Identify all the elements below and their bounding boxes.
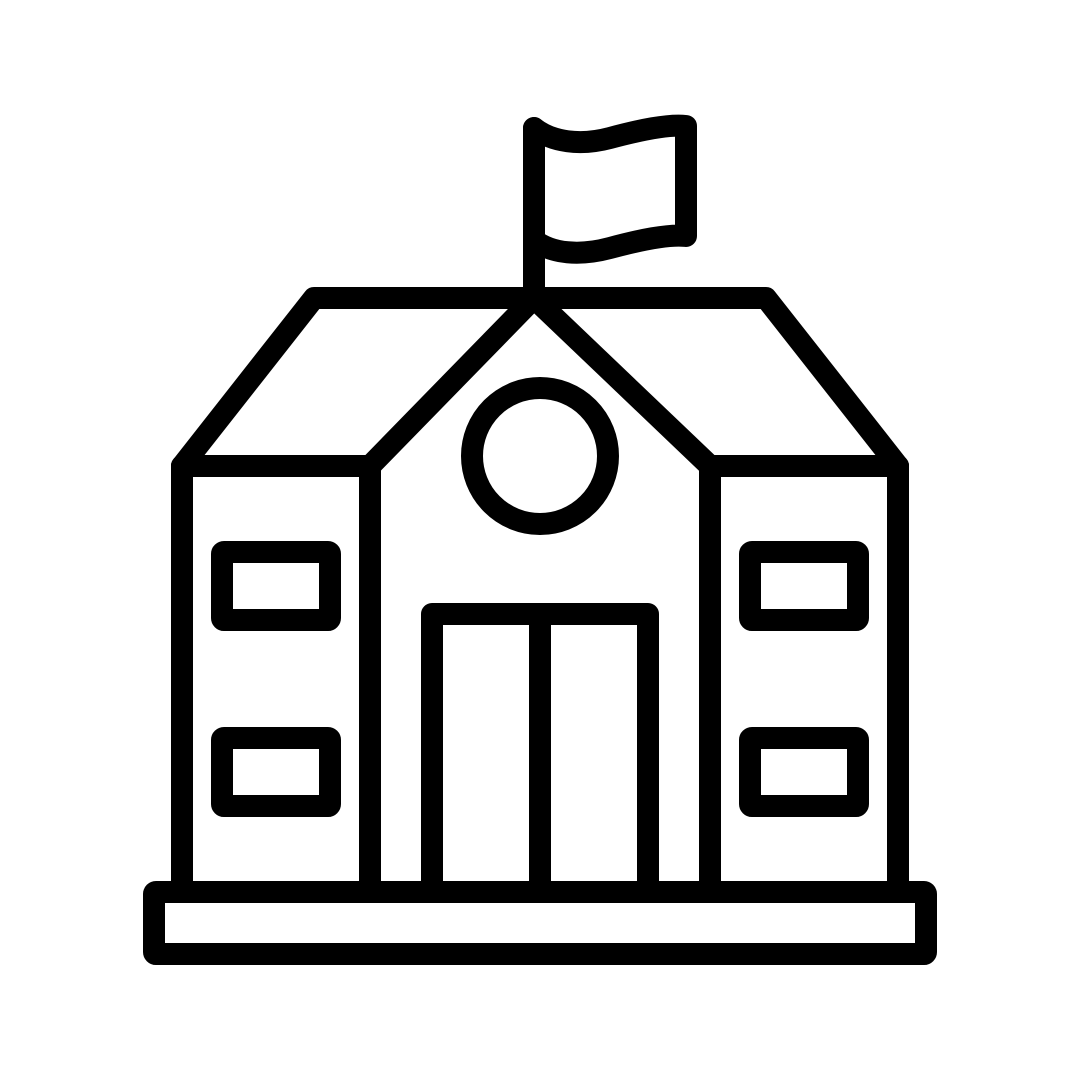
window-left-upper (211, 541, 341, 631)
window-right-upper (739, 541, 869, 631)
base-platform (143, 881, 937, 965)
central-gable (359, 287, 721, 477)
window-right-lower (739, 727, 869, 817)
flag-icon (523, 114, 697, 264)
window-left-lower (211, 727, 341, 817)
round-window (461, 377, 619, 535)
